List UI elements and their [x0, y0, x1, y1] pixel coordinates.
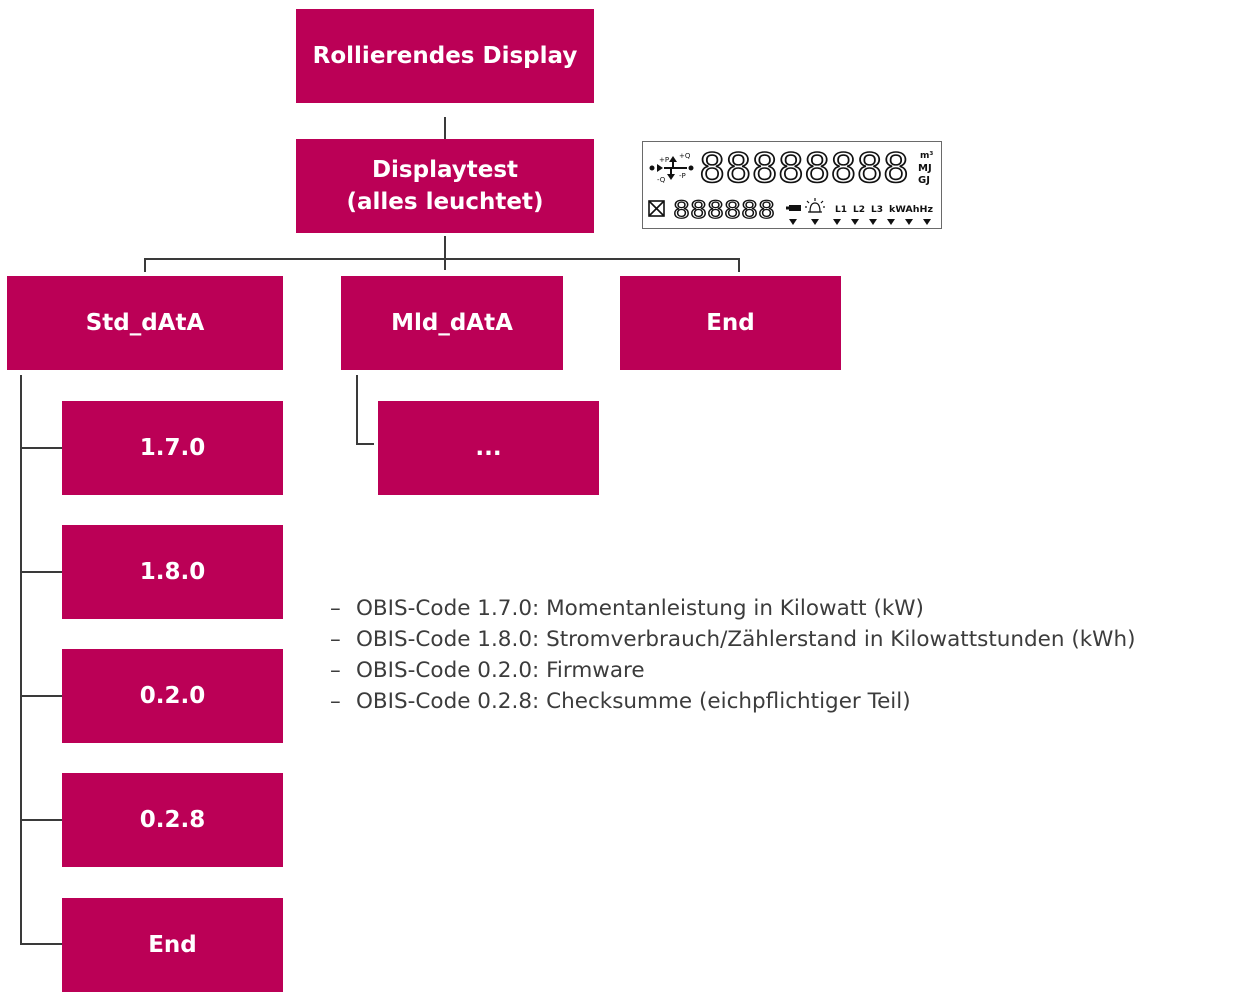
node-label: 1.8.0: [139, 559, 206, 585]
connector-root-displaytest: [444, 117, 446, 139]
note-dash: –: [330, 658, 341, 683]
node-std-child-1-7-0: 1.7.0: [62, 401, 283, 495]
node-label: End: [706, 310, 755, 336]
node-mld-data: Mld_dAtA: [341, 276, 563, 370]
node-std-data: Std_dAtA: [7, 276, 283, 370]
lcd-display-graphic: +P +Q -Q -P 88888888 m³ MJ GJ 888888: [648, 145, 933, 225]
node-end-top: End: [620, 276, 841, 370]
connector-std-child-1: [20, 447, 62, 449]
lcd-alarm-icon: [805, 198, 825, 213]
node-label: Mld_dAtA: [391, 310, 513, 336]
node-rollierendes-display: Rollierendes Display: [296, 9, 594, 103]
lcd-unit-mj: MJ: [918, 163, 932, 174]
node-label-line1: Displaytest: [371, 157, 519, 183]
lcd-phase-l1: L1: [835, 205, 847, 215]
node-mld-child: ...: [378, 401, 599, 495]
note-text: OBIS-Code 0.2.8: Checksumme (eichpflicht…: [356, 689, 911, 714]
lcd-display-illustration: +P +Q -Q -P 88888888 m³ MJ GJ 888888: [642, 141, 942, 229]
note-item: –OBIS-Code 1.7.0: Momentanleistung in Ki…: [330, 593, 1258, 624]
node-label: 1.7.0: [139, 435, 206, 461]
lcd-main-digits: 88888888: [699, 146, 909, 192]
svg-text:-P: -P: [679, 172, 686, 180]
connector-std-child-2: [20, 571, 62, 573]
lcd-unit-gj: GJ: [918, 175, 930, 186]
node-label: ...: [475, 435, 502, 461]
lcd-phase-l2: L2: [853, 205, 865, 215]
note-text: OBIS-Code 0.2.0: Firmware: [356, 658, 645, 683]
lcd-phase-l3: L3: [871, 205, 883, 215]
note-dash: –: [330, 627, 341, 652]
lcd-sub-digits: 888888: [673, 196, 775, 224]
note-item: –OBIS-Code 0.2.8: Checksumme (eichpflich…: [330, 686, 1258, 717]
node-label: 0.2.0: [139, 683, 206, 709]
connector-displaytest-down: [444, 236, 446, 270]
note-dash: –: [330, 689, 341, 714]
node-std-child-0-2-8: 0.2.8: [62, 773, 283, 867]
note-item: –OBIS-Code 0.2.0: Firmware: [330, 655, 1258, 686]
connector-mld-child: [356, 443, 374, 445]
connector-std-vertical: [20, 375, 22, 945]
node-std-child-1-8-0: 1.8.0: [62, 525, 283, 619]
note-item: –OBIS-Code 1.8.0: Stromverbrauch/Zählers…: [330, 624, 1258, 655]
note-dash: –: [330, 596, 341, 621]
node-std-child-end: End: [62, 898, 283, 992]
lcd-unit-m3: m³: [920, 151, 933, 161]
lcd-indicator-arrows: [789, 219, 931, 225]
node-label: Rollierendes Display: [312, 43, 578, 69]
node-displaytest: Displaytest (alles leuchtet): [296, 139, 594, 233]
obis-code-notes: –OBIS-Code 1.7.0: Momentanleistung in Ki…: [330, 593, 1258, 717]
svg-text:-Q: -Q: [657, 176, 666, 184]
node-label: End: [148, 932, 197, 958]
connector-std-child-5: [20, 943, 62, 945]
lcd-arrows-icon: +P +Q -Q -P: [649, 152, 694, 184]
connector-std-child-3: [20, 695, 62, 697]
note-text: OBIS-Code 1.7.0: Momentanleistung in Kil…: [356, 596, 924, 621]
node-label: 0.2.8: [139, 807, 206, 833]
lcd-battery-icon: [786, 205, 801, 211]
connector-branch-end: [738, 258, 740, 272]
node-std-child-0-2-0: 0.2.0: [62, 649, 283, 743]
connector-mld-vertical: [356, 375, 358, 445]
node-label: Std_dAtA: [85, 310, 205, 336]
connector-branch-std: [144, 258, 146, 272]
connector-branch-horizontal: [144, 258, 740, 260]
node-label-line2: (alles leuchtet): [346, 189, 544, 215]
svg-text:+P: +P: [659, 156, 669, 164]
lcd-unit-kwh: kWAhHz: [889, 205, 933, 215]
connector-std-child-4: [20, 819, 62, 821]
note-text: OBIS-Code 1.8.0: Stromverbrauch/Zählerst…: [356, 627, 1136, 652]
svg-text:+Q: +Q: [679, 152, 691, 160]
lcd-crossed-box-icon: [648, 200, 665, 217]
